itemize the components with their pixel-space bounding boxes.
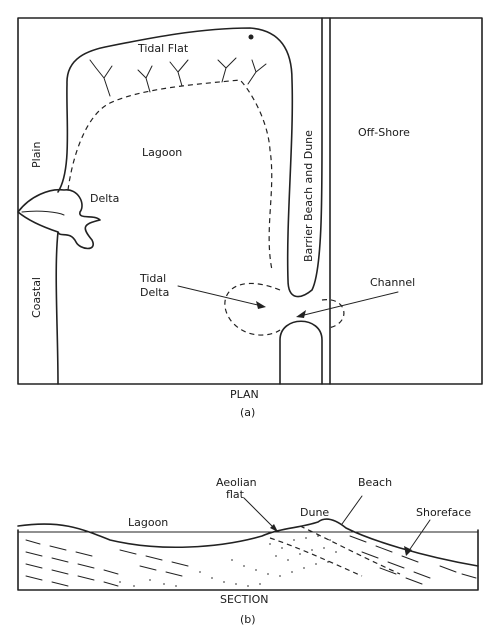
section-caption: (b) [240, 613, 256, 626]
barrier-coastline-lower [279, 320, 323, 385]
tidal-flat-boundary [67, 79, 273, 271]
label-offshore: Off-Shore [358, 126, 410, 139]
label-plain: Plain [30, 142, 43, 168]
label-channel: Channel [370, 276, 415, 289]
sediment-strata [25, 535, 477, 587]
delta-channel [21, 210, 65, 216]
section-title: SECTION [220, 593, 268, 606]
river-delta [17, 188, 101, 250]
label-aeolian-2: flat [226, 488, 245, 501]
aeolian-leader [243, 497, 277, 531]
marker-dot [248, 34, 254, 40]
label-tidal-flat: Tidal Flat [137, 42, 189, 55]
barrier-coastline-upper [57, 17, 323, 298]
label-aeolian-1: Aeolian [216, 476, 257, 489]
beach-leader [341, 495, 363, 525]
plan-frame [17, 17, 483, 385]
section-frame [17, 529, 479, 591]
shoreface-arrowhead [404, 546, 412, 556]
label-tidal-delta-2: Delta [140, 286, 169, 299]
shoreface-leader [407, 519, 431, 553]
label-lagoon-plan: Lagoon [142, 146, 182, 159]
dune-sand-body [119, 535, 337, 587]
label-lagoon-section: Lagoon [128, 516, 168, 529]
coastline-lower [55, 231, 59, 385]
barrier-internal-dash-1 [269, 537, 363, 577]
tidal-delta-lobe-offshore [321, 299, 345, 329]
label-beach: Beach [358, 476, 392, 489]
aeolian-arrowhead [270, 524, 278, 532]
label-tidal-delta-1: Tidal [139, 272, 166, 285]
tidal-delta-arrow [177, 285, 263, 307]
label-shoreface: Shoreface [416, 506, 471, 519]
label-barrier-beach-dune: Barrier Beach and Dune [302, 130, 315, 262]
label-coastal: Coastal [30, 277, 43, 318]
section-view: Aeolian flat Beach Lagoon Dune Shoreface… [17, 476, 479, 626]
channel-arrowhead [296, 310, 306, 318]
tidal-delta-arrowhead [256, 301, 266, 309]
label-delta: Delta [90, 192, 119, 205]
tidal-creeks [89, 57, 267, 97]
channel-arrow [299, 291, 399, 317]
barrier-internal-dash-2 [299, 525, 401, 575]
ground-profile [17, 518, 479, 567]
label-dune: Dune [300, 506, 329, 519]
plan-title: PLAN [230, 388, 259, 401]
plan-caption: (a) [240, 406, 255, 419]
plan-view: Tidal Flat Lagoon Off-Shore Delta Tidal … [17, 17, 483, 419]
tidal-delta-lobe [224, 283, 281, 336]
